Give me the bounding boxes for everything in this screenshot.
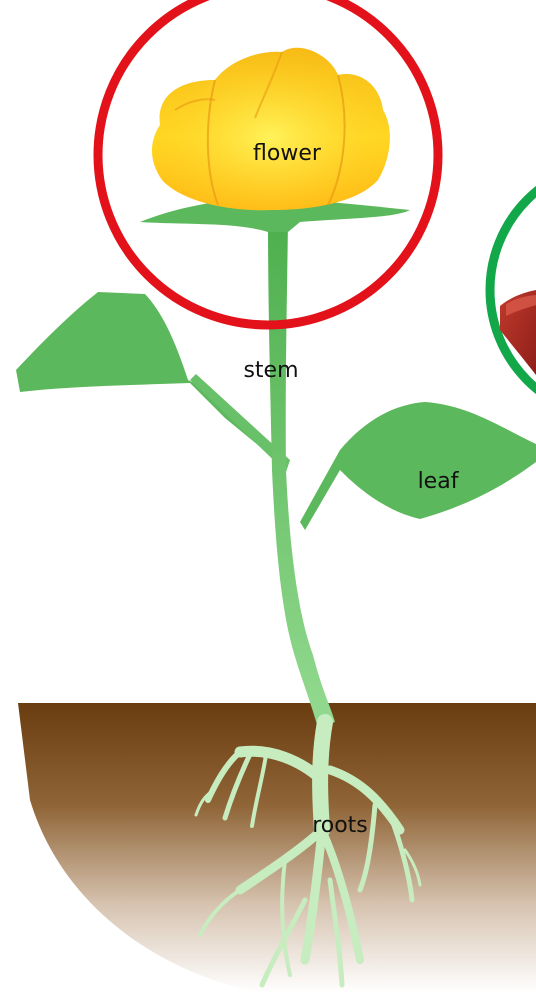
roots-label: roots: [312, 813, 368, 838]
flower-label: flower: [253, 141, 322, 166]
right-leaf: [300, 402, 536, 530]
green-highlight-circle: [490, 162, 536, 418]
flower-icon: [152, 48, 390, 210]
second-highlight-group: [490, 162, 536, 418]
stem-label: stem: [243, 358, 298, 383]
leaf-label: leaf: [418, 469, 460, 494]
stem: [268, 220, 335, 728]
